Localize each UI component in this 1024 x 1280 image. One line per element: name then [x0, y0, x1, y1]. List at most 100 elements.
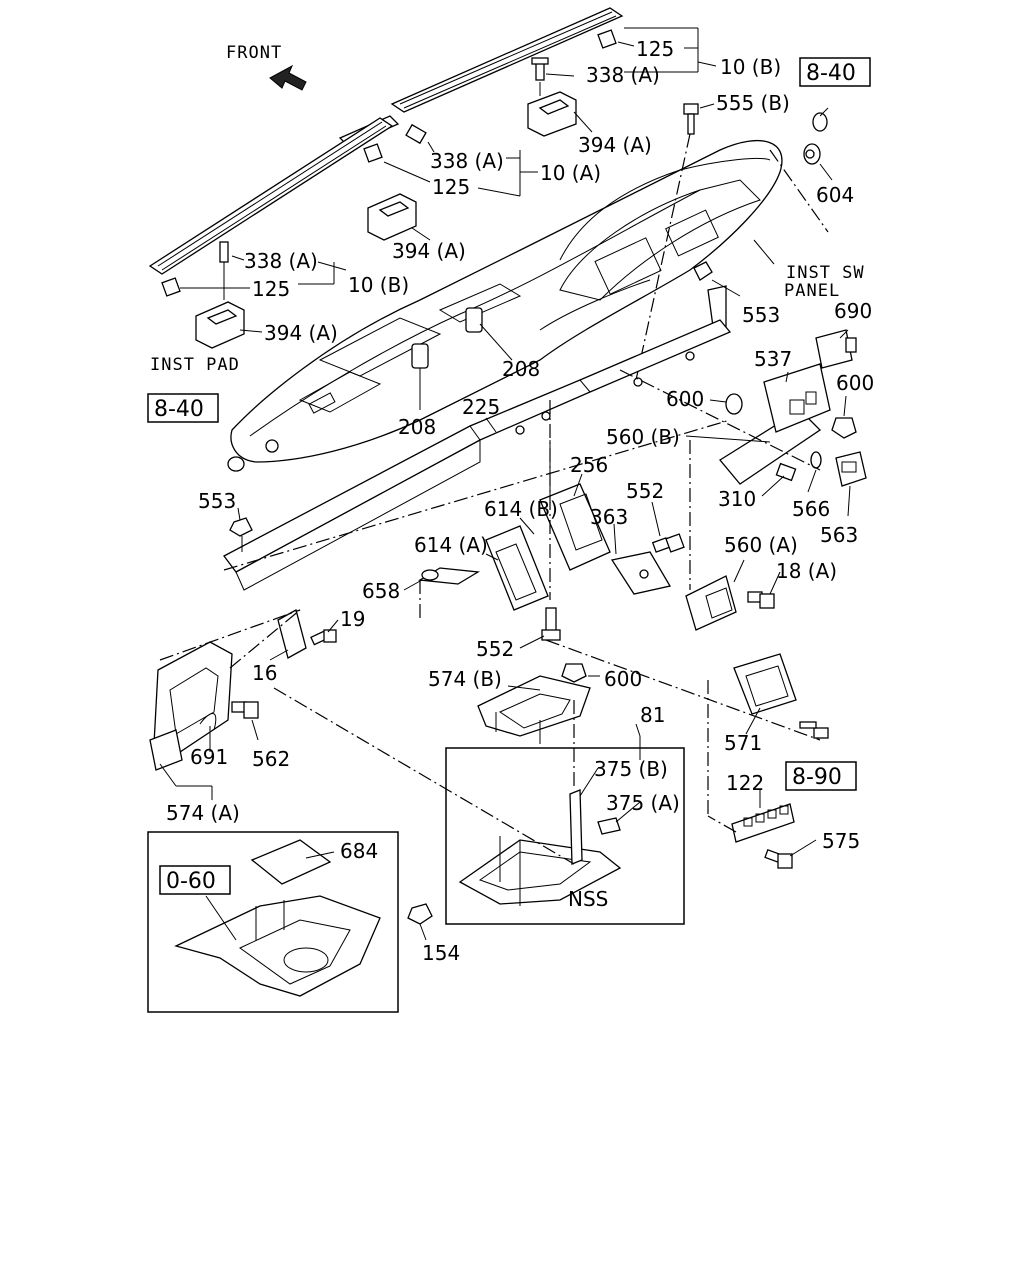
bracket-394a-top-icon: [527, 91, 577, 137]
callout-614b: 614 (B): [484, 497, 558, 521]
bracket-363-icon: [610, 551, 672, 595]
inst-sw-panel-label-2: PANEL: [784, 281, 840, 301]
nss-label: NSS: [568, 887, 608, 911]
callout-363: 363: [590, 505, 628, 529]
callout-552-upper: 552: [626, 479, 664, 503]
callout-684: 684: [340, 839, 378, 863]
clip-566-icon: [810, 451, 822, 469]
ref-8-40-top-box: [799, 57, 871, 87]
callout-575: 575: [822, 829, 860, 853]
tube-658-icon: [417, 567, 481, 585]
callout-562: 562: [252, 747, 290, 771]
nss-bracket: [458, 789, 622, 906]
callout-16: 16: [252, 661, 277, 685]
callout-553-upper: 553: [742, 303, 780, 327]
cross-car-beam: [223, 319, 732, 591]
callout-338a-mid: 338 (A): [430, 149, 504, 173]
bolt-552-lower-icon: [541, 607, 561, 641]
grommet-right-icon: [812, 112, 828, 132]
callout-122: 122: [726, 771, 764, 795]
callout-658: 658: [362, 579, 400, 603]
bracket-394a-mid-icon: [367, 193, 417, 241]
callout-571: 571: [724, 731, 762, 755]
bracket-208-lower-icon: [411, 343, 429, 369]
leader-lines: [159, 27, 851, 941]
callout-394a-top: 394 (A): [578, 133, 652, 157]
callout-18a: 18 (A): [776, 559, 837, 583]
callout-690: 690: [834, 299, 872, 323]
instrument-pad: [230, 139, 783, 463]
callout-614a: 614 (A): [414, 533, 488, 557]
screw-338a-top-icon: [531, 57, 549, 81]
ref-8-40-left: 8-40: [154, 397, 204, 422]
callout-552-lower: 552: [476, 637, 514, 661]
ref-8-40-top: 8-40: [806, 61, 856, 86]
inst-sw-panel-label-1: INST SW: [786, 263, 865, 283]
callout-125-left: 125: [252, 277, 290, 301]
callout-10a: 10 (A): [540, 161, 601, 185]
washer-600-icon: [725, 393, 743, 415]
front-label: FRONT: [226, 43, 282, 63]
callout-81: 81: [640, 703, 665, 727]
clip-604-icon: [803, 143, 821, 165]
callout-555b: 555 (B): [716, 91, 790, 115]
ref-0-60-box: [159, 865, 231, 895]
nut-553-lower-icon: [229, 517, 253, 552]
callout-208-lower: 208: [398, 415, 436, 439]
bolt-552-upper-icon: [651, 533, 685, 553]
ref-0-60: 0-60: [166, 869, 216, 894]
clip-125-top-icon: [597, 29, 617, 49]
bracket-560b-icon: [719, 363, 831, 485]
callout-10b-left: 10 (B): [348, 273, 409, 297]
callout-560a: 560 (A): [724, 533, 798, 557]
callout-691: 691: [190, 745, 228, 769]
callout-208-upper: 208: [502, 357, 540, 381]
callout-560b: 560 (B): [606, 425, 680, 449]
connector-563-icon: [835, 451, 867, 487]
bracket-574a: [149, 641, 233, 771]
grommet-left-icon: [227, 456, 245, 472]
pocket-571: [733, 653, 797, 715]
clip-125-left-icon: [161, 277, 181, 297]
inst-pad-label: INST PAD: [150, 355, 240, 375]
callout-10b-top: 10 (B): [720, 55, 781, 79]
bracket-394a-left-icon: [195, 301, 245, 349]
nut-600-right-icon: [831, 417, 857, 439]
callout-600-right: 600: [836, 371, 874, 395]
ref-8-90-box: [785, 761, 857, 791]
callout-394a-left: 394 (A): [264, 321, 338, 345]
callout-574a: 574 (A): [166, 801, 240, 825]
callout-125-top: 125: [636, 37, 674, 61]
bolt-562-icon: [231, 701, 259, 719]
nut-600-lower-icon: [561, 663, 587, 683]
callout-394a-mid: 394 (A): [392, 239, 466, 263]
bracket-614-icon: [485, 525, 549, 611]
screw-8-90-icon: [799, 721, 829, 739]
clip-125-mid-icon: [363, 143, 383, 163]
ref-8-40-left-box: [147, 393, 219, 423]
sensor-690-icon: [815, 329, 857, 369]
bolt-555b-icon: [635, 103, 699, 381]
pad-684-icon: [250, 839, 332, 885]
callout-338a-left: 338 (A): [244, 249, 318, 273]
callout-553-lower: 553: [198, 489, 236, 513]
screw-338a-left-icon: [219, 241, 229, 263]
center-stay: [539, 440, 611, 571]
bracket-560a-icon: [685, 575, 737, 631]
bracket-208-upper-icon: [465, 307, 483, 333]
screw-575-icon: [764, 849, 793, 869]
callout-125-mid: 125: [432, 175, 470, 199]
callout-310: 310: [718, 487, 756, 511]
callout-537: 537: [754, 347, 792, 371]
callout-566: 566: [792, 497, 830, 521]
bracket-574b: [477, 675, 591, 744]
floor-bracket: [174, 895, 381, 997]
screw-338a-mid-icon: [405, 123, 427, 145]
callout-154: 154: [422, 941, 460, 965]
callout-225: 225: [462, 395, 500, 419]
defroster-grille-left: [148, 117, 394, 275]
bolt-19-icon: [310, 629, 337, 646]
callout-256: 256: [570, 453, 608, 477]
callout-375b: 375 (B): [594, 757, 668, 781]
switch-panel-122: [731, 803, 795, 843]
